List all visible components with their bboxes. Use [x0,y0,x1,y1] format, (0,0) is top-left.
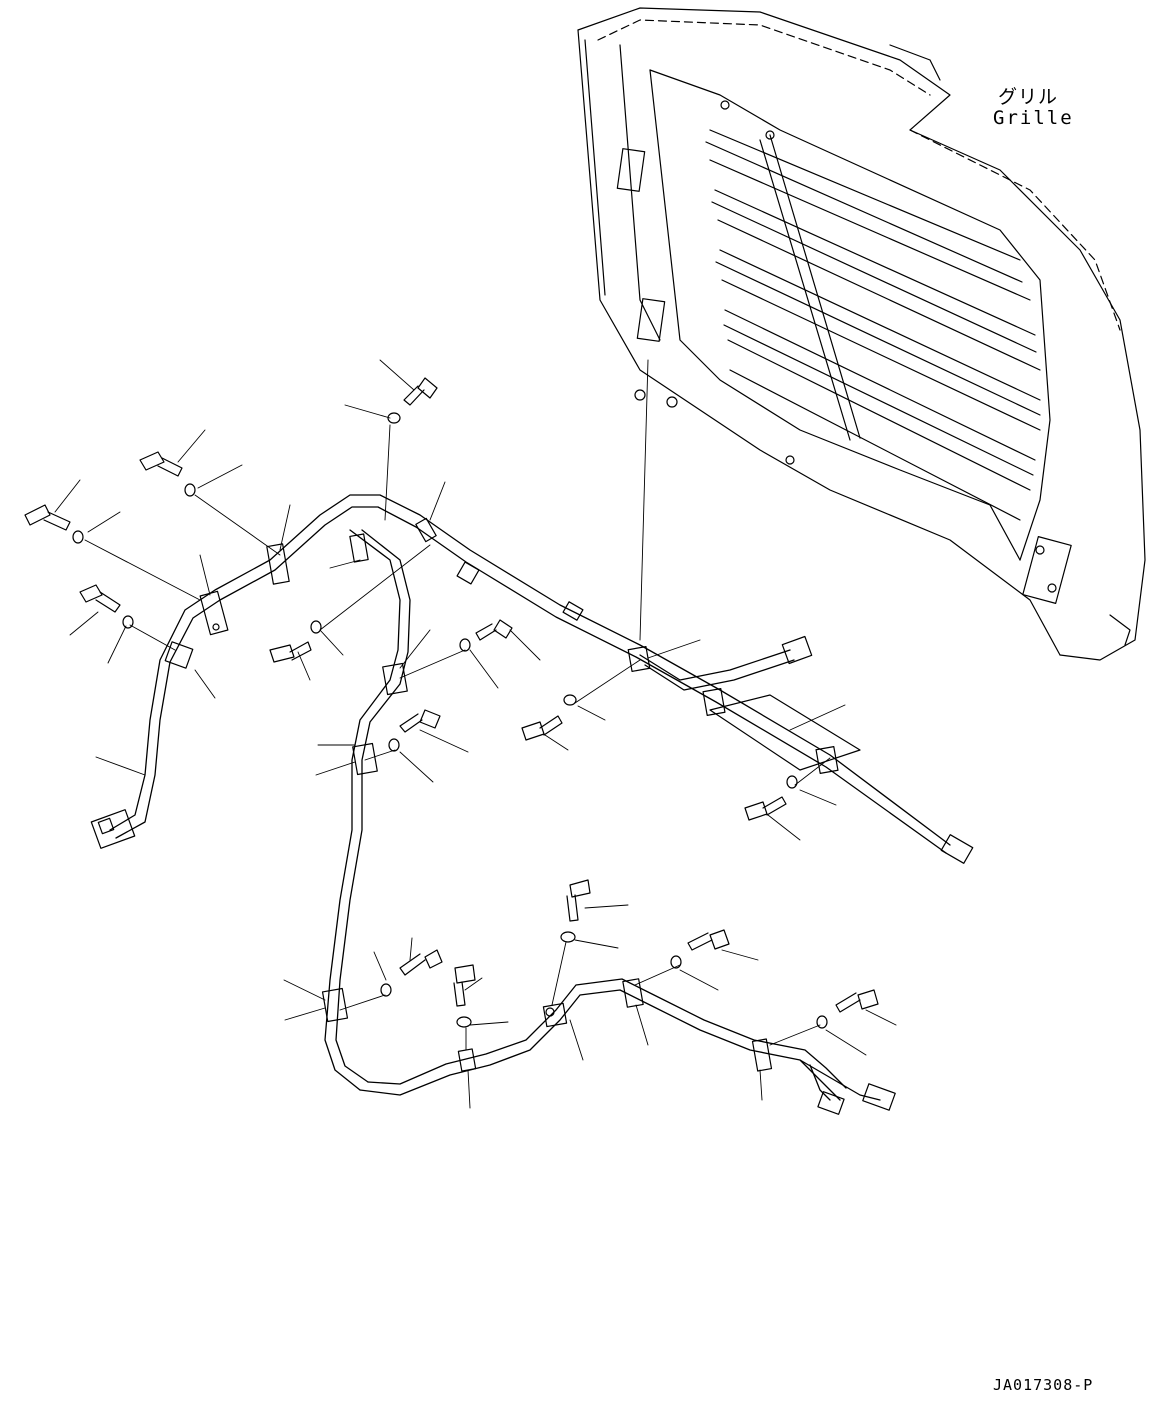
grille-assembly [578,8,1145,660]
grille-label-english: Grille [993,107,1074,129]
bolts [25,378,878,1012]
harness-clamps [165,518,838,1071]
washers [73,413,827,1028]
grille-label-japanese: グリル [998,86,1059,108]
drawing-code: JA017308-P [993,1376,1094,1394]
harness-connectors [91,636,972,1114]
leader-lines [55,360,896,1108]
wire-harness [110,495,950,1100]
